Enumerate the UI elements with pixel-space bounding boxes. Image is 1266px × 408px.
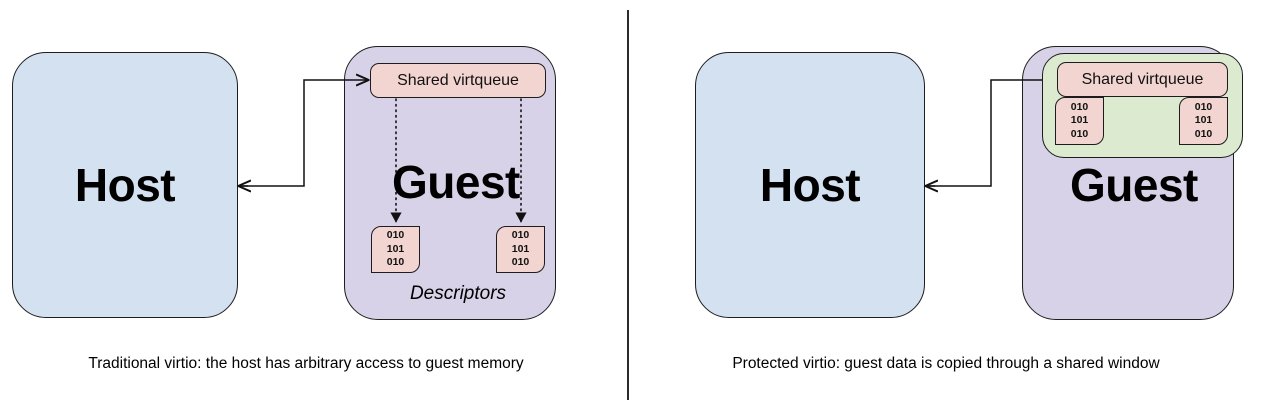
descriptor-bit-line: 101: [386, 242, 405, 255]
host-label-protected: Host: [759, 159, 861, 211]
descriptor-bit-line: 010: [511, 256, 530, 269]
descriptor-box-traditional-1: 010 101 010: [371, 226, 420, 273]
descriptor-bit-line: 010: [1194, 127, 1213, 140]
panel-caption-protected: Protected virtio: guest data is copied t…: [732, 355, 1160, 372]
descriptor-bit-line: 101: [1070, 114, 1089, 127]
shared-virtqueue-traditional: Shared virtqueue: [370, 63, 546, 98]
descriptor-bit-line: 010: [386, 229, 405, 242]
descriptor-box-protected-1: 010 101 010: [1055, 97, 1104, 145]
descriptor-bit-line: 010: [1070, 127, 1089, 140]
descriptor-bit-line: 101: [1194, 114, 1213, 127]
descriptor-box-traditional-2: 010 101 010: [496, 226, 545, 273]
descriptor-bit-line: 010: [1070, 100, 1089, 113]
shared-virtqueue-label-traditional: Shared virtqueue: [397, 71, 519, 89]
descriptor-bit-line: 010: [1194, 100, 1213, 113]
descriptors-caption-traditional: Descriptors: [409, 283, 507, 304]
host-box-protected: Host: [695, 52, 925, 318]
guest-label-traditional: Guest: [392, 156, 520, 208]
descriptor-bit-line: 101: [511, 242, 530, 255]
descriptor-bit-line: 010: [386, 256, 405, 269]
descriptor-bit-line: 010: [511, 229, 530, 242]
panel-divider: [627, 10, 629, 400]
panel-caption-traditional: Traditional virtio: the host has arbitra…: [88, 355, 524, 372]
host-label-traditional: Host: [74, 159, 176, 211]
guest-label-protected: Guest: [1070, 159, 1198, 211]
host-box-traditional: Host: [12, 52, 238, 318]
shared-virtqueue-label-protected: Shared virtqueue: [1081, 70, 1204, 88]
descriptor-box-protected-2: 010 101 010: [1179, 97, 1228, 145]
shared-virtqueue-protected: Shared virtqueue: [1057, 62, 1228, 97]
